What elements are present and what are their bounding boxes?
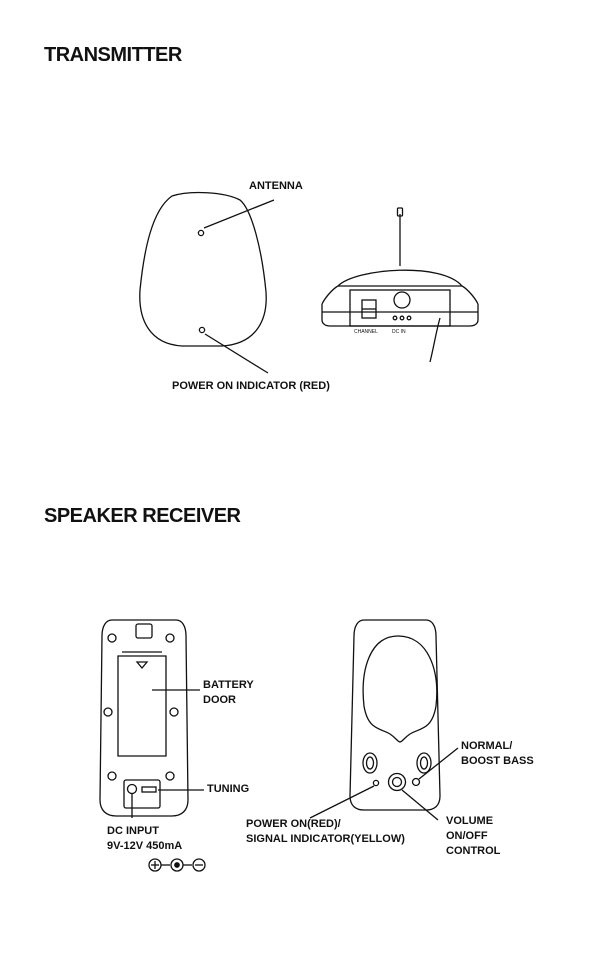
speaker-receiver-title: SPEAKER RECEIVER [44, 505, 241, 527]
volume-label-line2: ON/OFF [446, 830, 488, 842]
tuning-knob [141, 786, 157, 793]
tuning-label: TUNING [207, 783, 250, 795]
bass-switch [411, 777, 421, 787]
power-signal-led [372, 779, 380, 787]
volume-leader-line [401, 789, 439, 821]
normal-boost-bass-label: NORMAL/ BOOST BASS [461, 739, 534, 769]
power-signal-leader-line [309, 785, 375, 819]
battery-door-label-line1: BATTERY [203, 679, 254, 691]
volume-label-line3: CONTROL [446, 845, 501, 857]
antenna-leader-line [203, 199, 275, 229]
transmitter-top-view [139, 191, 275, 374]
transmitter-title: TRANSMITTER [44, 44, 182, 66]
battery-door-label: BATTERY DOOR [203, 678, 254, 708]
volume-knob [387, 772, 407, 792]
dc-input-label-line1: DC INPUT [107, 825, 159, 837]
volume-control-label: VOLUME ON/OFF CONTROL [446, 814, 500, 859]
dc-input-label: DC INPUT 9V-12V 450mA [107, 824, 182, 854]
bass-leader-line [418, 747, 459, 780]
battery-door-label-line2: DOOR [203, 694, 236, 706]
channel-mini-label: CHANNEL [354, 329, 378, 335]
polarity-symbol [148, 858, 206, 872]
power-signal-label-line1: POWER ON(RED)/ [246, 818, 341, 830]
power-indicator-led [198, 326, 206, 334]
speaker-grille [362, 635, 438, 743]
dc-input-jack [126, 783, 138, 795]
receiver-front-view [309, 619, 459, 821]
dc-in-jack [393, 291, 411, 309]
power-signal-indicator-label: POWER ON(RED)/ SIGNAL INDICATOR(YELLOW) [246, 817, 405, 847]
power-cable [429, 317, 441, 363]
power-indicator-leader-line [204, 333, 269, 374]
battery-door [117, 655, 167, 757]
antenna-port [197, 229, 205, 237]
receiver-rear-view [99, 619, 206, 872]
volume-label-line1: VOLUME [446, 815, 494, 827]
normal-boost-label-line1: NORMAL/ [461, 740, 513, 752]
normal-boost-label-line2: BOOST BASS [461, 755, 534, 767]
transmitter-rear-view [321, 207, 479, 363]
dc-input-label-line2: 9V-12V 450mA [107, 840, 183, 852]
dc-in-mini-label: DC IN [392, 329, 406, 335]
power-signal-label-line2: SIGNAL INDICATOR(YELLOW) [246, 833, 405, 845]
antenna-label: ANTENNA [249, 180, 303, 192]
power-indicator-label: POWER ON INDICATOR (RED) [172, 380, 330, 392]
